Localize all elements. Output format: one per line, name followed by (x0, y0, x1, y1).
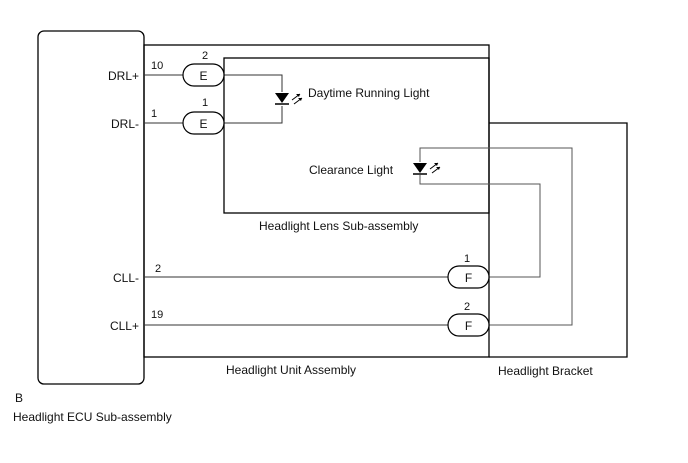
connector-e-bottom-pin: 1 (202, 97, 208, 109)
clearance-led-icon (413, 162, 441, 175)
lens-subassembly-box (223, 57, 490, 214)
connector-e-top-pin: 2 (202, 50, 208, 62)
connector-f-bottom: F (447, 313, 490, 337)
wire-clearance-anode (419, 147, 573, 326)
connector-e-bottom: E (182, 111, 225, 135)
wire-clearance-cathode (419, 175, 541, 278)
ecu-terminal-cll-neg: CLL- (113, 271, 139, 285)
unit-assembly-label: Headlight Unit Assembly (226, 363, 356, 377)
connector-e-top-code: E (199, 69, 207, 83)
ecu-pin-cll-neg: 2 (155, 263, 161, 275)
bracket-label: Headlight Bracket (498, 364, 593, 378)
ecu-code: B (15, 391, 23, 405)
ecu-terminal-drl-neg: DRL- (111, 117, 139, 131)
wire-drl-neg-lamp (224, 106, 283, 124)
ecu-terminal-drl-pos: DRL+ (108, 69, 139, 83)
connector-f-top-code: F (465, 271, 472, 285)
drl-led-icon (275, 93, 303, 105)
clearance-lamp-label: Clearance Light (309, 163, 394, 177)
connector-e-top: E (182, 63, 225, 87)
ecu-pin-drl-pos: 10 (151, 60, 163, 72)
ecu-pin-drl-neg: 1 (151, 108, 157, 120)
ecu-pin-cll-pos: 19 (151, 309, 163, 321)
drl-lamp-label: Daytime Running Light (308, 86, 430, 100)
ecu-name: Headlight ECU Sub-assembly (13, 410, 172, 424)
connector-f-bottom-code: F (465, 319, 472, 333)
bracket-box (489, 122, 628, 358)
wire-drl-pos-lamp (224, 74, 283, 92)
connector-f-top: F (447, 265, 490, 289)
connector-f-bottom-pin: 2 (464, 301, 470, 313)
ecu-terminal-cll-pos: CLL+ (110, 319, 139, 333)
connector-e-bottom-code: E (199, 117, 207, 131)
lens-subassembly-label: Headlight Lens Sub-assembly (259, 219, 418, 233)
connector-f-top-pin: 1 (464, 253, 470, 265)
